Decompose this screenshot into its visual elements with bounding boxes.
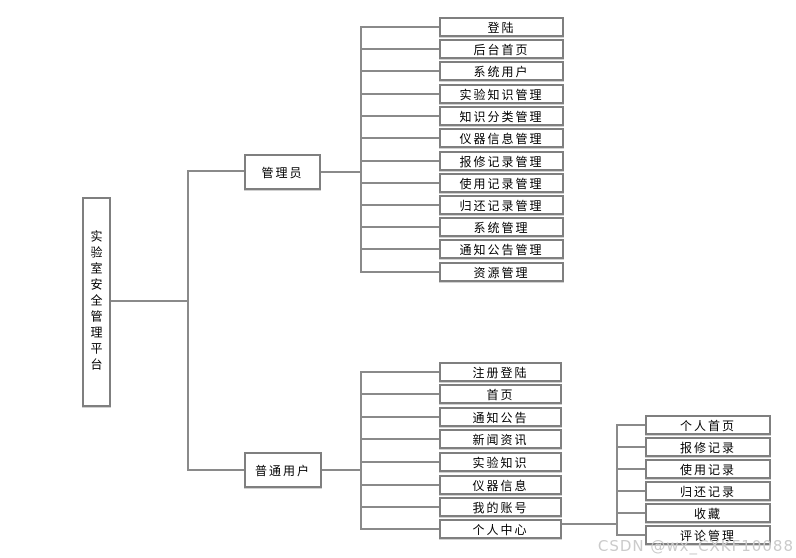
node-label: 注册登陆: [472, 365, 529, 380]
connector-line: [111, 300, 188, 302]
node-label: 知识分类管理: [459, 109, 544, 124]
node-usage-records: 使用记录: [645, 459, 771, 479]
node-label: 首页: [486, 387, 515, 402]
connector-line: [360, 70, 439, 72]
node-label: 报修记录: [679, 440, 736, 455]
node-personal-center: 个人中心: [439, 519, 562, 539]
node-notices: 通知公告: [439, 407, 562, 427]
node-resource-mgmt: 资源管理: [439, 262, 564, 282]
node-label: 系统管理: [473, 220, 530, 235]
node-comment-mgmt: 评论管理: [645, 525, 771, 545]
node-label: 仪器信息: [472, 478, 529, 493]
connector-line: [360, 438, 439, 440]
connector-line: [360, 506, 439, 508]
node-label: 登陆: [487, 20, 516, 35]
node-label: 评论管理: [679, 528, 736, 543]
node-experiment-knowledge-mgmt: 实验知识管理: [439, 84, 564, 104]
node-backend-home: 后台首页: [439, 39, 564, 59]
node-label: 后台首页: [473, 42, 530, 57]
connector-line: [616, 512, 645, 514]
connector-line: [322, 469, 360, 471]
node-regular-user-label: 普通用户: [254, 463, 311, 478]
node-instrument-info: 仪器信息: [439, 475, 562, 495]
connector-line: [616, 468, 645, 470]
node-label: 归还记录管理: [459, 198, 544, 213]
node-usage-record-mgmt: 使用记录管理: [439, 173, 564, 193]
connector-line: [187, 170, 189, 471]
connector-line: [187, 170, 244, 172]
node-label: 新闻资讯: [472, 432, 529, 447]
connector-line: [616, 446, 645, 448]
connector-line: [360, 93, 439, 95]
connector-line: [360, 528, 439, 530]
connector-line: [360, 371, 439, 373]
connector-line: [187, 469, 244, 471]
node-label: 个人中心: [472, 522, 529, 537]
node-label: 实验知识管理: [459, 87, 544, 102]
node-label: 使用记录: [679, 462, 736, 477]
node-favorites: 收藏: [645, 503, 771, 523]
node-label: 个人首页: [679, 418, 736, 433]
node-repair-record-mgmt: 报修记录管理: [439, 151, 564, 171]
node-instrument-info-mgmt: 仪器信息管理: [439, 128, 564, 148]
node-label: 资源管理: [473, 265, 530, 280]
connector-line: [360, 182, 439, 184]
node-home: 首页: [439, 384, 562, 404]
node-my-account: 我的账号: [439, 497, 562, 517]
node-register-login: 注册登陆: [439, 362, 562, 382]
node-system-mgmt: 系统管理: [439, 217, 564, 237]
node-repair-records: 报修记录: [645, 437, 771, 457]
node-label: 收藏: [693, 506, 722, 521]
node-label: 实验知识: [472, 455, 529, 470]
connector-line: [360, 115, 439, 117]
connector-line: [360, 204, 439, 206]
connector-line: [360, 26, 439, 28]
connector-line: [616, 424, 645, 426]
node-notice-mgmt: 通知公告管理: [439, 239, 564, 259]
node-label: 归还记录: [679, 484, 736, 499]
connector-line: [360, 371, 362, 530]
connector-line: [360, 393, 439, 395]
connector-line: [562, 523, 618, 525]
connector-line: [360, 48, 439, 50]
node-root-platform: 实验室安全管理平台: [82, 197, 111, 407]
connector-line: [321, 171, 362, 173]
connector-line: [360, 26, 362, 273]
node-admin: 管理员: [244, 154, 321, 190]
node-return-records: 归还记录: [645, 481, 771, 501]
connector-line: [360, 160, 439, 162]
node-label: 仪器信息管理: [459, 131, 544, 146]
node-root-label: 实验室安全管理平台: [89, 230, 103, 374]
node-news: 新闻资讯: [439, 429, 562, 449]
node-personal-home: 个人首页: [645, 415, 771, 435]
connector-line: [360, 416, 439, 418]
node-label: 通知公告管理: [459, 242, 544, 257]
connector-line: [360, 137, 439, 139]
connector-line: [360, 484, 439, 486]
connector-line: [360, 271, 439, 273]
connector-line: [616, 490, 645, 492]
node-label: 使用记录管理: [459, 176, 544, 191]
connector-line: [360, 461, 439, 463]
node-label: 系统用户: [473, 64, 530, 79]
node-label: 报修记录管理: [459, 154, 544, 169]
node-regular-user: 普通用户: [244, 452, 322, 488]
connector-line: [616, 534, 645, 536]
node-admin-label: 管理员: [261, 165, 304, 180]
node-label: 通知公告: [472, 410, 529, 425]
connector-line: [360, 248, 439, 250]
connector-line: [616, 424, 618, 536]
node-login: 登陆: [439, 17, 564, 37]
node-return-record-mgmt: 归还记录管理: [439, 195, 564, 215]
connector-line: [360, 226, 439, 228]
node-label: 我的账号: [472, 500, 529, 515]
node-system-users: 系统用户: [439, 61, 564, 81]
node-knowledge-category-mgmt: 知识分类管理: [439, 106, 564, 126]
node-experiment-knowledge: 实验知识: [439, 452, 562, 472]
